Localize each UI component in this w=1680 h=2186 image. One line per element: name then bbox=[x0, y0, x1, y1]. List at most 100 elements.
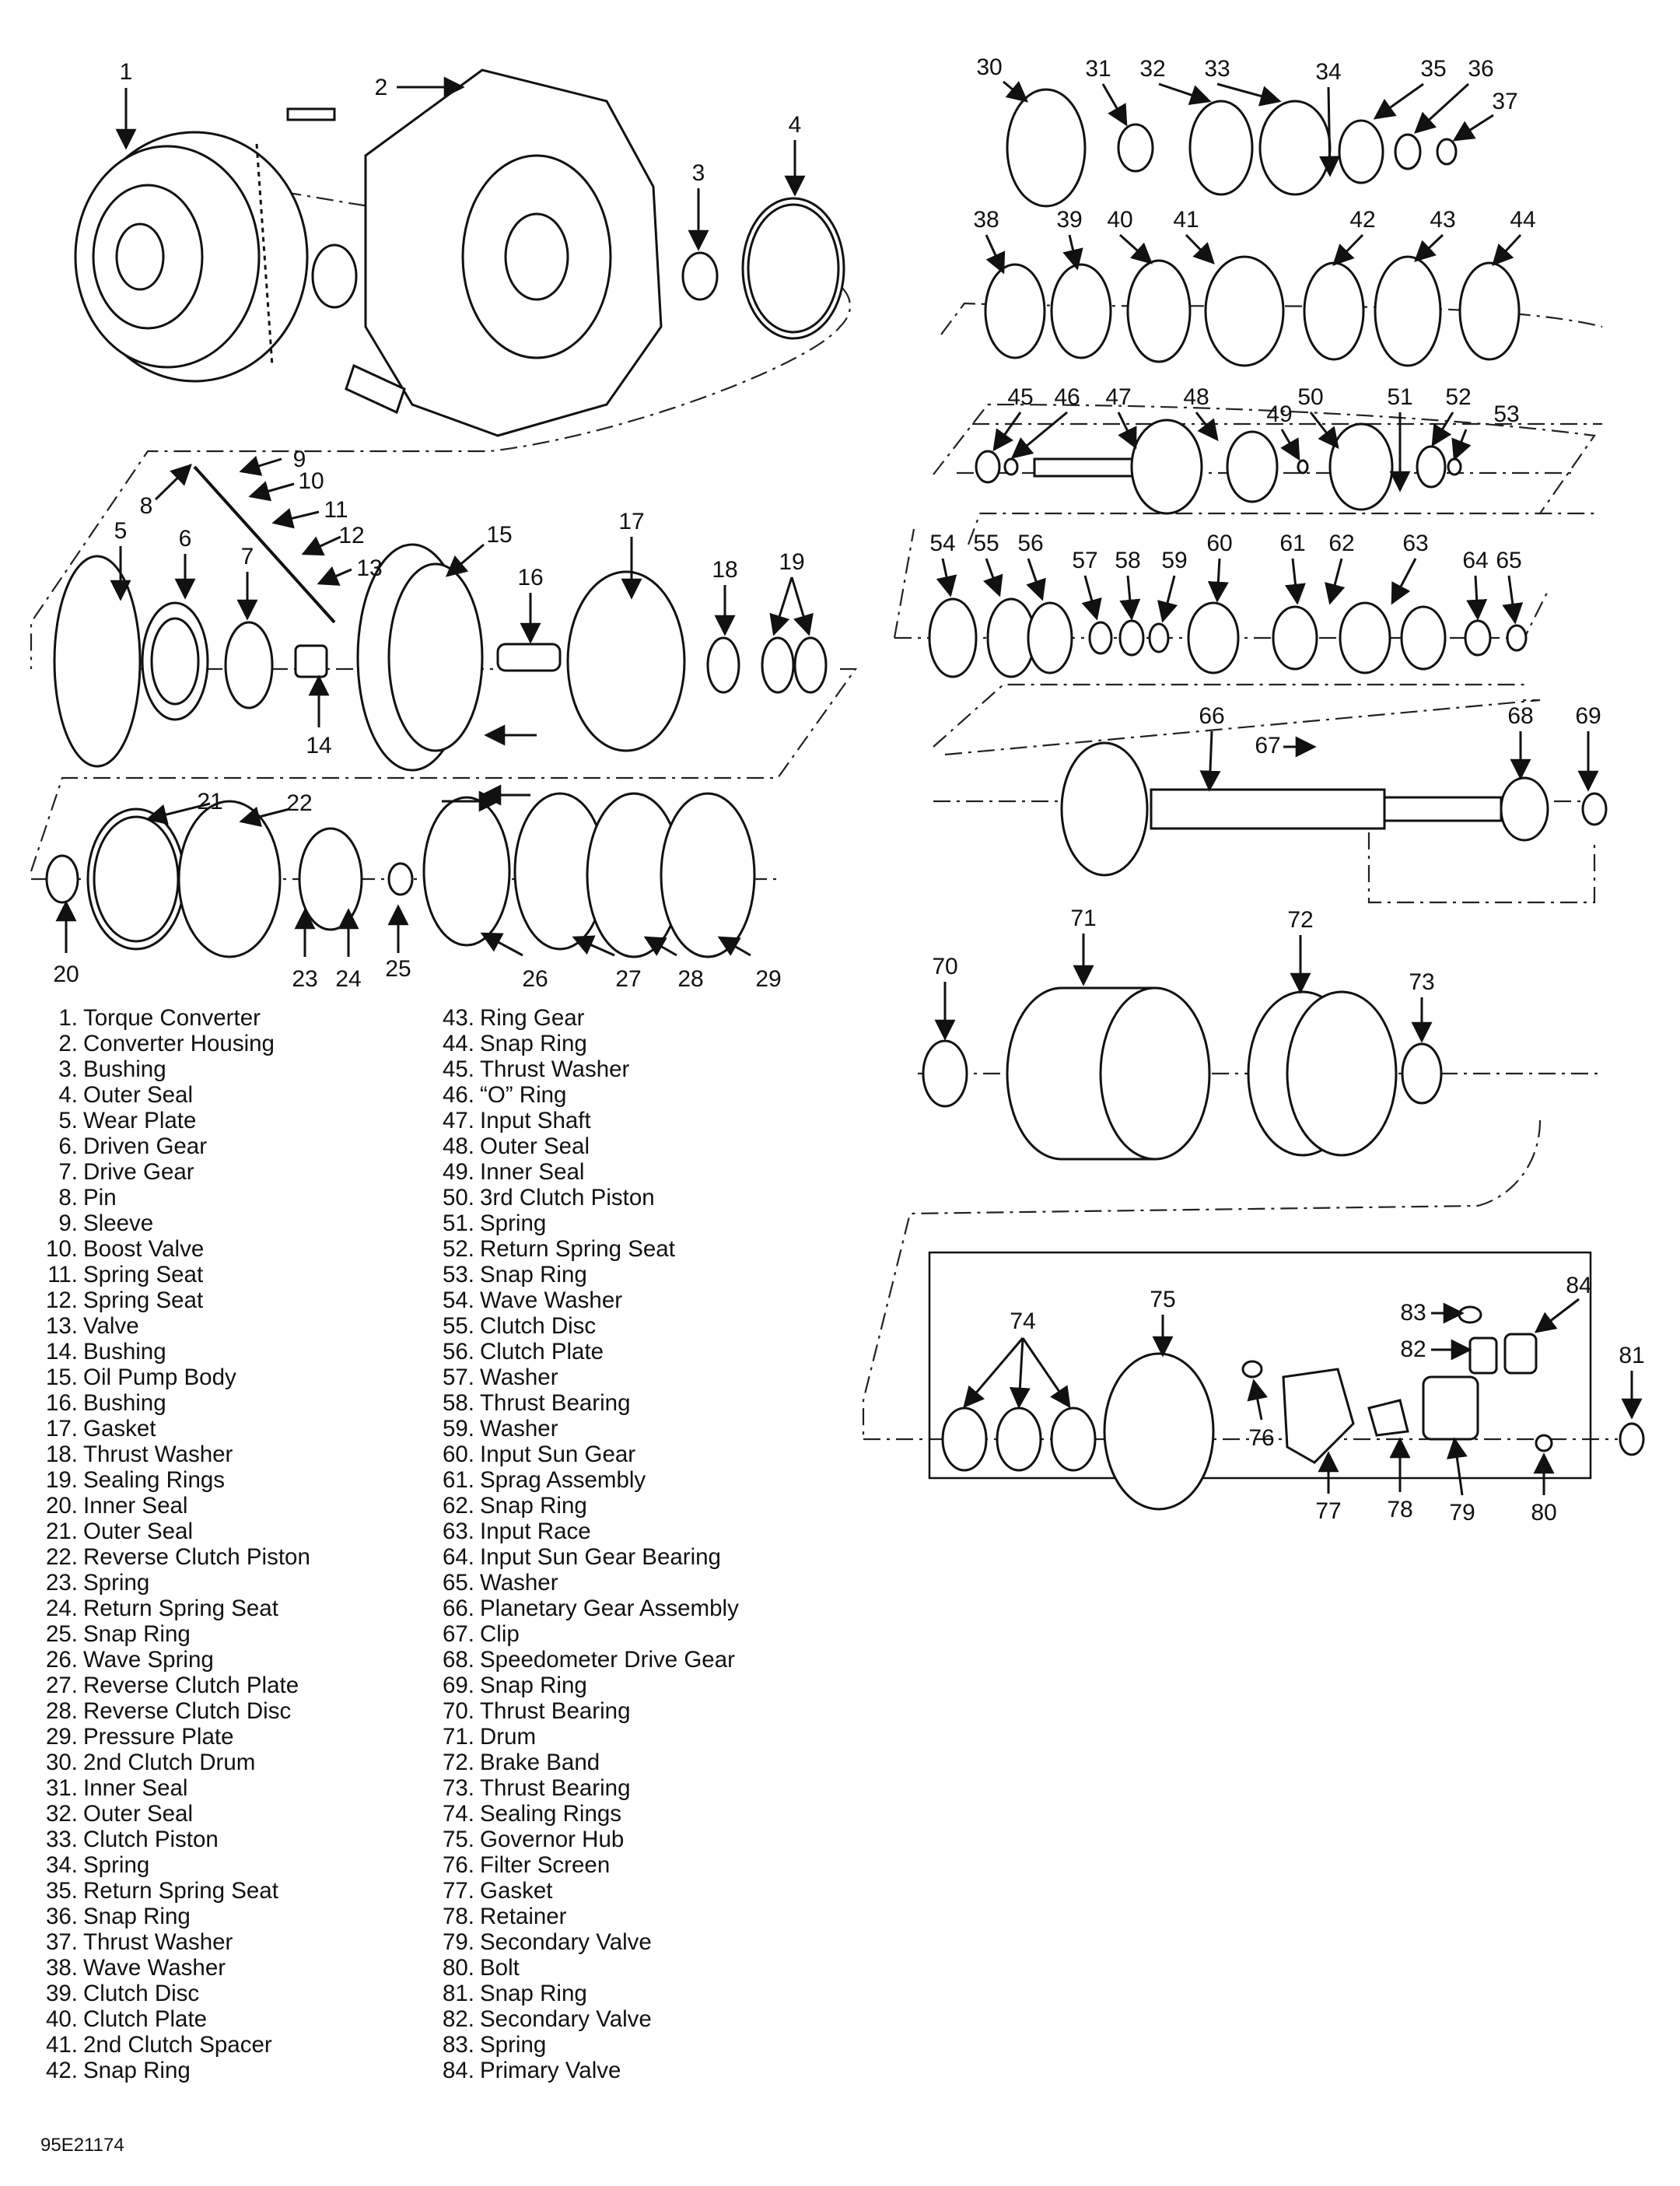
governor-group bbox=[928, 1251, 1645, 1511]
callout: 8 bbox=[140, 493, 153, 519]
drum-and-band bbox=[922, 986, 1443, 1161]
legend-entry-label: Primary Valve bbox=[480, 2058, 621, 2083]
legend-entry-number: 13. bbox=[45, 1313, 78, 1339]
callout: 32 bbox=[1139, 56, 1165, 82]
legend-entry-label: Thrust Washer bbox=[83, 1442, 233, 1467]
legend-entry: 62.Snap Ring bbox=[420, 1493, 739, 1519]
callout: 41 bbox=[1173, 207, 1199, 233]
legend-entry-number: 24. bbox=[45, 1596, 78, 1621]
callout: 45 bbox=[1007, 384, 1033, 410]
legend-entry: 56.Clutch Plate bbox=[420, 1339, 739, 1364]
legend-entry-number: 8. bbox=[58, 1185, 78, 1210]
legend-entry: 23.Spring bbox=[23, 1570, 310, 1596]
callout: 49 bbox=[1266, 401, 1292, 427]
legend-entry: 78.Retainer bbox=[420, 1904, 739, 1929]
legend-entry-label: Outer Seal bbox=[480, 1133, 590, 1159]
legend-entry-label: Clutch Disc bbox=[480, 1313, 597, 1339]
legend-entry: 18.Thrust Washer bbox=[23, 1442, 310, 1467]
legend-entry: 46.“O” Ring bbox=[420, 1082, 739, 1108]
legend-entry-label: Washer bbox=[480, 1570, 558, 1596]
callout: 72 bbox=[1287, 907, 1313, 933]
legend-entry-label: Input Race bbox=[480, 1519, 591, 1544]
legend-entry-number: 21. bbox=[45, 1519, 78, 1544]
legend-entry-number: 20. bbox=[45, 1493, 78, 1519]
legend-entry-number: 45. bbox=[442, 1056, 474, 1082]
legend-entry-label: Filter Screen bbox=[480, 1852, 611, 1878]
legend-entry: 80.Bolt bbox=[420, 1955, 739, 1981]
legend-entry-number: 39. bbox=[45, 1981, 78, 2006]
callout: 29 bbox=[755, 966, 781, 992]
legend-entry-number: 2. bbox=[58, 1031, 78, 1056]
planetary-group bbox=[1060, 741, 1608, 877]
legend-entry: 14.Bushing bbox=[23, 1339, 310, 1364]
legend-entry-number: 63. bbox=[442, 1519, 474, 1544]
legend-entry-label: Drive Gear bbox=[83, 1159, 194, 1185]
legend-entry-number: 77. bbox=[442, 1878, 474, 1904]
callout: 36 bbox=[1468, 56, 1493, 82]
sprag-group bbox=[928, 597, 1528, 678]
legend-entry-number: 17. bbox=[45, 1416, 78, 1442]
legend-entry-label: Wave Spring bbox=[83, 1647, 214, 1673]
callout-labels: 1 2 3 4 5 6 7 8 9 10 11 12 13 14 15 16 1… bbox=[53, 54, 1644, 1526]
callout: 34 bbox=[1315, 59, 1341, 85]
callout: 71 bbox=[1070, 906, 1096, 931]
legend-entry-label: Oil Pump Body bbox=[83, 1364, 236, 1390]
legend-entry-label: Secondary Valve bbox=[480, 2006, 652, 2032]
legend-entry-label: Bushing bbox=[83, 1390, 166, 1416]
legend-entry-number: 66. bbox=[442, 1596, 474, 1621]
legend-entry: 59.Washer bbox=[420, 1416, 739, 1442]
legend-entry-label: Driven Gear bbox=[83, 1133, 208, 1159]
callout: 77 bbox=[1315, 1498, 1341, 1524]
legend-entry-label: Sealing Rings bbox=[480, 1801, 622, 1827]
callout: 12 bbox=[338, 523, 364, 548]
legend-entry: 44.Snap Ring bbox=[420, 1031, 739, 1056]
legend-entry-label: Bolt bbox=[480, 1955, 520, 1981]
legend-entry: 15.Oil Pump Body bbox=[23, 1364, 310, 1390]
legend-entry-label: Converter Housing bbox=[83, 1031, 275, 1056]
legend-entry-label: Bushing bbox=[83, 1339, 166, 1364]
legend-entry-label: Reverse Clutch Piston bbox=[83, 1544, 310, 1570]
callout: 57 bbox=[1072, 548, 1097, 573]
legend-entry: 74.Sealing Rings bbox=[420, 1801, 739, 1827]
legend-entry: 51.Spring bbox=[420, 1210, 739, 1236]
legend-entry: 8.Pin bbox=[23, 1185, 310, 1210]
legend-entry-number: 19. bbox=[45, 1467, 78, 1493]
callout: 31 bbox=[1085, 56, 1111, 82]
legend-entry-label: Snap Ring bbox=[480, 1673, 587, 1698]
callout: 56 bbox=[1017, 531, 1043, 556]
legend-entry-label: Gasket bbox=[83, 1416, 156, 1442]
legend-entry-label: Outer Seal bbox=[83, 1519, 194, 1544]
legend-entry-label: Snap Ring bbox=[83, 1904, 191, 1929]
legend-entry-label: Clutch Plate bbox=[83, 2006, 208, 2032]
legend-entry: 67.Clip bbox=[420, 1621, 739, 1647]
legend-entry-label: Speedometer Drive Gear bbox=[480, 1647, 735, 1673]
legend-entry: 38.Wave Washer bbox=[23, 1955, 310, 1981]
legend-entry-number: 29. bbox=[45, 1724, 78, 1750]
callout: 65 bbox=[1496, 548, 1521, 573]
legend-entry: 37.Thrust Washer bbox=[23, 1929, 310, 1955]
legend-entry-label: Sleeve bbox=[83, 1210, 154, 1236]
legend-entry: 77.Gasket bbox=[420, 1878, 739, 1904]
legend-entry: 22.Reverse Clutch Piston bbox=[23, 1544, 310, 1570]
legend-entry: 82.Secondary Valve bbox=[420, 2006, 739, 2032]
legend-entry: 45.Thrust Washer bbox=[420, 1056, 739, 1082]
legend-entry-number: 6. bbox=[58, 1133, 78, 1159]
legend-entry-number: 82. bbox=[442, 2006, 474, 2032]
legend-entry-label: Input Sun Gear bbox=[480, 1442, 636, 1467]
legend-entry: 42.Snap Ring bbox=[23, 2058, 310, 2083]
callout: 2 bbox=[375, 75, 388, 100]
legend-entry-label: Return Spring Seat bbox=[83, 1878, 278, 1904]
callout: 69 bbox=[1575, 703, 1601, 729]
legend-entry-label: Bushing bbox=[83, 1056, 166, 1082]
legend-entry-number: 33. bbox=[45, 1827, 78, 1852]
legend-entry-label: Wave Washer bbox=[83, 1955, 226, 1981]
callout: 73 bbox=[1409, 969, 1434, 995]
callout: 35 bbox=[1420, 56, 1446, 82]
legend-entry-label: Retainer bbox=[480, 1904, 567, 1929]
legend-entry-number: 28. bbox=[45, 1698, 78, 1724]
legend-entry-number: 3. bbox=[58, 1056, 78, 1082]
callout: 79 bbox=[1449, 1500, 1475, 1526]
legend-entry-number: 70. bbox=[442, 1698, 474, 1724]
callout: 46 bbox=[1054, 384, 1080, 410]
legend-entry-number: 81. bbox=[442, 1981, 474, 2006]
